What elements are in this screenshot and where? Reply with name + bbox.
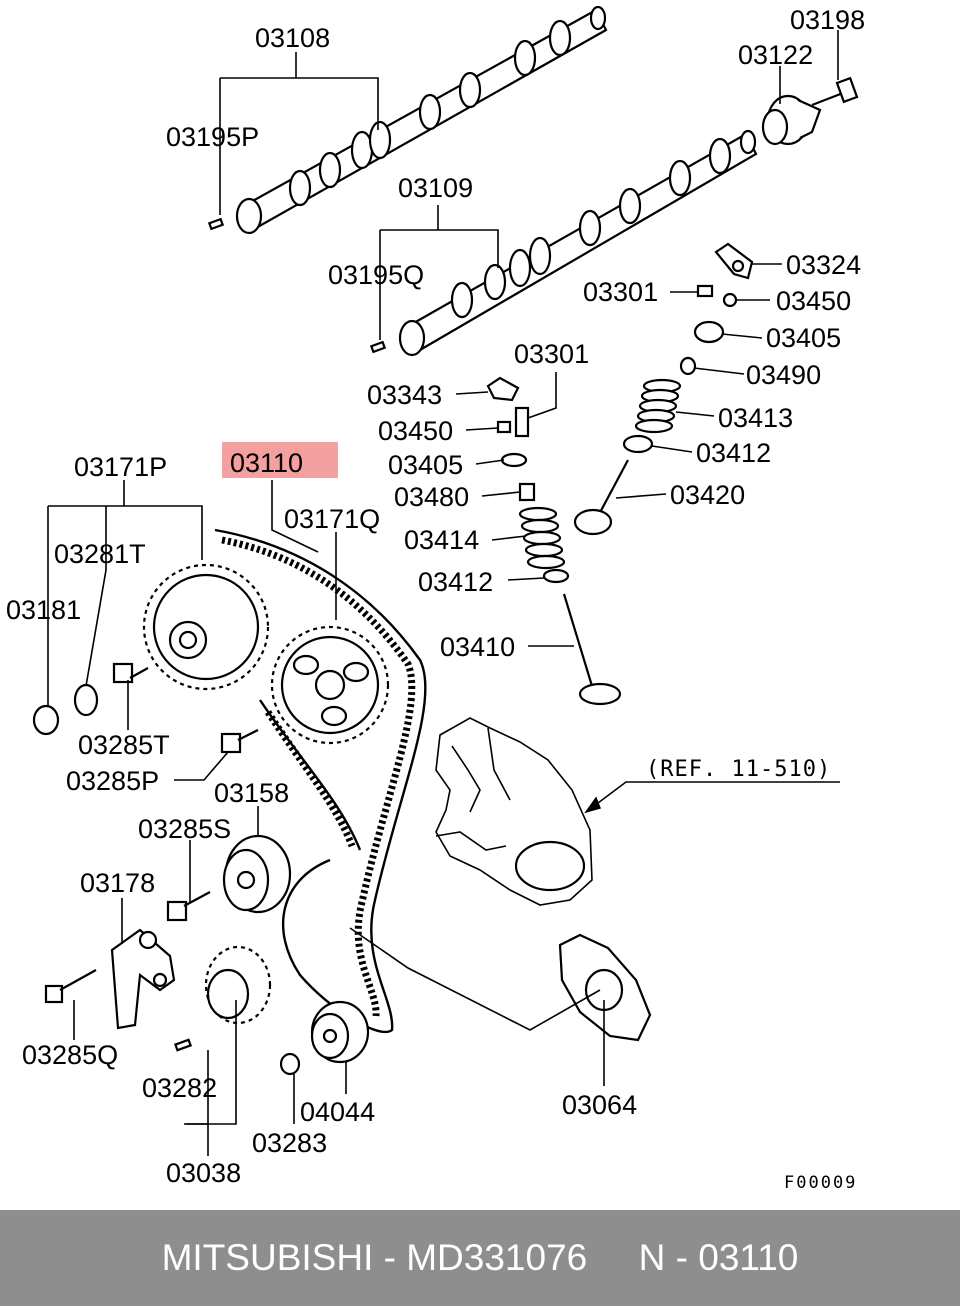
- highlight-box: [222, 442, 338, 478]
- label-03301-right: 03301: [583, 277, 658, 307]
- valve-03410: [562, 593, 622, 706]
- label-03480: 03480: [394, 482, 469, 512]
- label-03064: 03064: [562, 1090, 637, 1120]
- label-03285s: 03285S: [138, 814, 231, 844]
- label-03490: 03490: [746, 360, 821, 390]
- label-03158: 03158: [214, 778, 289, 808]
- seat-03412-middle: [542, 568, 570, 584]
- valve-03420: [573, 459, 629, 536]
- nut-03450-middle: [496, 420, 512, 434]
- reference-label: (REF. 11-510): [646, 757, 831, 782]
- label-04044: 04044: [300, 1097, 375, 1127]
- label-03343: 03343: [367, 380, 442, 410]
- tensioner-pulley-03158: [222, 834, 292, 914]
- spring-03413: [634, 378, 682, 434]
- label-03285p: 03285P: [66, 766, 159, 796]
- label-03412-middle: 03412: [418, 567, 493, 597]
- idler-pulley-04044: [310, 1000, 370, 1064]
- label-03181: 03181: [6, 595, 81, 625]
- label-03301-middle: 03301: [514, 339, 589, 369]
- engine-reference-sketch: [435, 717, 593, 906]
- retainer-03405-middle: [500, 452, 528, 468]
- label-03282: 03282: [142, 1073, 217, 1103]
- seat-03412-right: [622, 434, 654, 454]
- timing-belt: [214, 528, 427, 1033]
- label-03410: 03410: [440, 632, 515, 662]
- label-03412-right: 03412: [696, 438, 771, 468]
- camshaft-lower: [398, 129, 758, 357]
- nut-03283: [279, 1052, 301, 1076]
- seal-03480: [518, 482, 536, 502]
- figure-code: F00009: [784, 1173, 857, 1193]
- label-03110: 03110: [230, 448, 303, 478]
- label-03122: 03122: [738, 40, 813, 70]
- footer-bar: MITSUBISHI - MD331076 N - 03110: [0, 1210, 960, 1306]
- label-03171p: 03171P: [74, 452, 167, 482]
- parts-diagram: 03108 03198 03122 03195P 03109 03195Q 03…: [6, 5, 865, 1193]
- washer-03181: [32, 704, 60, 736]
- camshaft-seal: [761, 94, 822, 146]
- camshaft-upper: [235, 5, 608, 235]
- label-03450-right: 03450: [776, 286, 851, 316]
- label-03178: 03178: [80, 868, 155, 898]
- label-03171q: 03171Q: [284, 504, 380, 534]
- rocker-arm-03343: [486, 376, 520, 402]
- label-03109: 03109: [398, 173, 473, 203]
- label-03108: 03108: [255, 23, 330, 53]
- label-03450-middle: 03450: [378, 416, 453, 446]
- bolt-03285q: [44, 969, 97, 1004]
- label-03038: 03038: [166, 1158, 241, 1188]
- cover-bracket-line: [349, 927, 601, 1031]
- label-03195p: 03195P: [166, 122, 259, 152]
- retainer-03405-right: [693, 320, 725, 344]
- key-03282: [173, 1038, 193, 1052]
- label-03420: 03420: [670, 480, 745, 510]
- adjuster-03301-middle: [514, 406, 530, 438]
- label-03405-right: 03405: [766, 323, 841, 353]
- label-03414: 03414: [404, 525, 479, 555]
- footer-text: MITSUBISHI - MD331076 N - 03110: [161, 1237, 799, 1278]
- spring-03414: [518, 506, 566, 570]
- bolt-03198: [811, 76, 859, 107]
- label-03413: 03413: [718, 403, 793, 433]
- label-03281t: 03281T: [54, 539, 146, 569]
- pin-03195q: [369, 340, 387, 354]
- label-03283: 03283: [252, 1128, 327, 1158]
- rocker-arm-03324: [714, 242, 754, 280]
- seal-03490: [679, 356, 697, 376]
- label-03285t: 03285T: [78, 730, 170, 760]
- timing-cover-03064: [558, 933, 652, 1042]
- leader-lines: [47, 30, 840, 1156]
- pin-03195p: [207, 217, 225, 231]
- tensioner-arm-03178: [110, 928, 176, 1030]
- label-03285q: 03285Q: [22, 1040, 118, 1070]
- label-03324: 03324: [786, 250, 861, 280]
- bolt-03285s: [166, 891, 211, 922]
- bolt-03285p: [220, 729, 259, 754]
- nut-03450-right: [722, 292, 738, 308]
- adjuster-03301-right: [696, 284, 714, 298]
- bolt-03285t: [112, 662, 149, 684]
- label-03195q: 03195Q: [328, 260, 424, 290]
- label-03198: 03198: [790, 5, 865, 35]
- sprocket-03171q: [270, 625, 390, 745]
- oring-03281t: [73, 683, 99, 717]
- crank-sprocket-03038: [204, 945, 272, 1025]
- label-03405-middle: 03405: [388, 450, 463, 480]
- sprocket-03171p: [142, 563, 270, 691]
